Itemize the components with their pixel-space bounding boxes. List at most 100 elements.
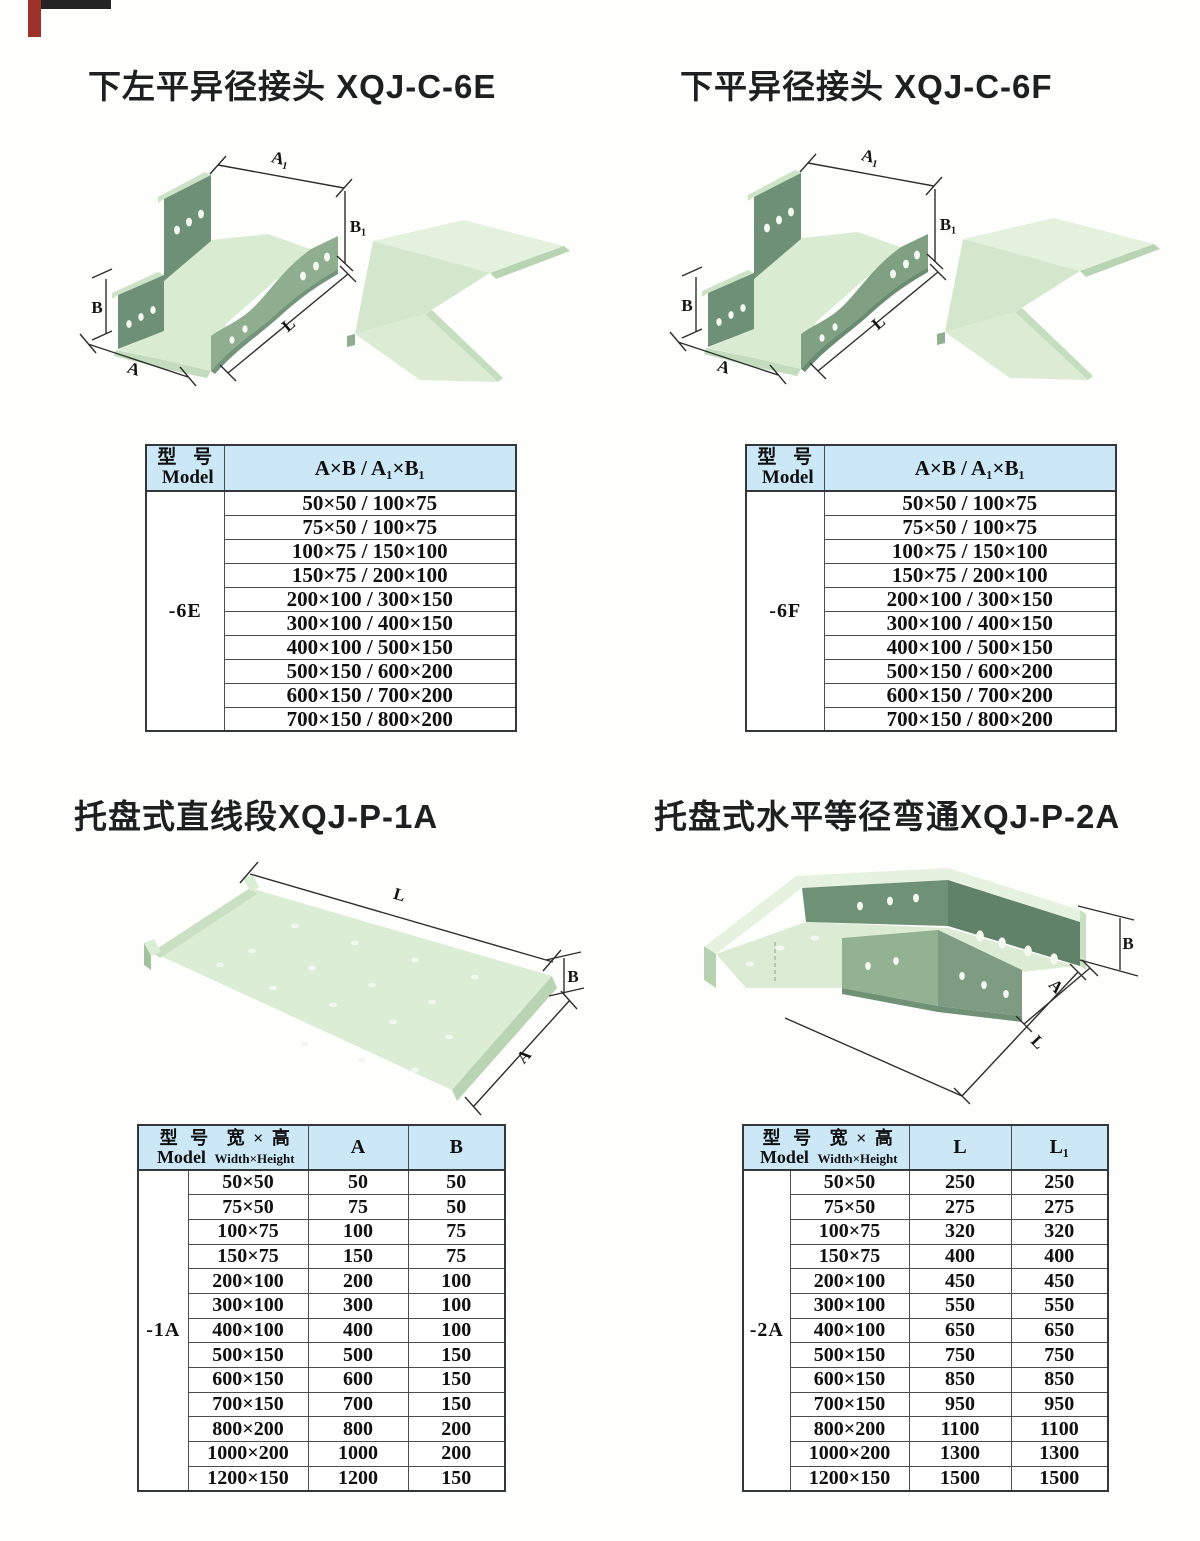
table-cell: 300×100 / 400×150 bbox=[223, 610, 517, 636]
table-cell: 600×150 bbox=[187, 1367, 309, 1393]
table-cell: 275 bbox=[1010, 1194, 1109, 1220]
table-cell: 750 bbox=[1010, 1342, 1109, 1368]
table-cell: 700 bbox=[307, 1391, 409, 1418]
dim-label-a1: A₁ bbox=[270, 147, 291, 170]
reducer-profile-3d bbox=[347, 220, 570, 382]
model-header-en: Model bbox=[156, 1146, 206, 1167]
table-cell: 50×50 / 100×75 bbox=[823, 490, 1117, 516]
table-cell: 650 bbox=[1010, 1317, 1109, 1344]
table-cell: 320 bbox=[908, 1218, 1012, 1245]
model-size-column-header: 型 号 宽 × 高 Model Width×Height bbox=[137, 1124, 309, 1171]
table-row: 600×150 / 700×200 bbox=[146, 682, 517, 708]
table-row: 500×150 / 600×200 bbox=[146, 658, 517, 684]
table-cell: 1100 bbox=[1010, 1416, 1109, 1443]
table-cell: 150 bbox=[407, 1465, 506, 1492]
table-cell: 1500 bbox=[908, 1465, 1012, 1492]
table-cell: 400 bbox=[1010, 1243, 1109, 1270]
dim-label-a: A bbox=[513, 1045, 536, 1067]
reducer-joint-3d bbox=[112, 172, 338, 378]
table-cell: 800 bbox=[307, 1416, 409, 1443]
table-cell: 1000 bbox=[307, 1441, 409, 1467]
table-cell: 500×150 / 600×200 bbox=[223, 658, 517, 684]
column-header-l: L bbox=[908, 1124, 1012, 1171]
table-header-row: 型 号 Model A×B / A₁×B₁ bbox=[145, 444, 517, 492]
table-cell: 400×100 bbox=[789, 1317, 910, 1344]
table-cell: 150 bbox=[407, 1367, 506, 1393]
model-size-column-header: 型 号 宽 × 高 Model Width×Height bbox=[742, 1124, 910, 1171]
table-cell: 75 bbox=[407, 1243, 506, 1270]
column-header-l1: L₁ bbox=[1010, 1124, 1109, 1171]
table-row: 700×150 / 800×200 bbox=[146, 706, 517, 732]
reducer-profile-3d bbox=[937, 218, 1160, 380]
table-cell: 200×100 bbox=[187, 1268, 309, 1294]
table-cell: 550 bbox=[908, 1292, 1012, 1319]
table-cell: 1000×200 bbox=[187, 1441, 309, 1467]
model-header-en: Model bbox=[761, 467, 814, 488]
dim-label-b1: B₁ bbox=[350, 217, 366, 236]
dim-label-b: B bbox=[1122, 934, 1133, 953]
table-cell: 50 bbox=[407, 1169, 506, 1196]
table-cell: 450 bbox=[908, 1268, 1012, 1294]
table-row: 100×75 / 150×100 bbox=[146, 538, 517, 564]
table-cell: 100 bbox=[407, 1292, 506, 1319]
size-column-header: A×B / A₁×B₁ bbox=[223, 444, 517, 492]
table-cell: 150 bbox=[407, 1391, 506, 1418]
table-cell: 200 bbox=[407, 1441, 506, 1467]
table-cell: 200×100 bbox=[789, 1268, 910, 1294]
model-header-cn: 型 号 bbox=[757, 447, 819, 469]
table-cell: 150 bbox=[407, 1342, 506, 1368]
table-row: 500×150 / 600×200 bbox=[746, 658, 1117, 684]
table-cell: 75×50 / 100×75 bbox=[823, 514, 1117, 540]
table-cell: 100×75 bbox=[187, 1218, 309, 1245]
model-cell: -6F bbox=[745, 490, 825, 732]
table-cell: 950 bbox=[1010, 1391, 1109, 1418]
table-header-row: 型 号 宽 × 高 Model Width×Height A B bbox=[137, 1124, 506, 1171]
table-cell: 300 bbox=[307, 1292, 409, 1319]
table-cell: 300×100 bbox=[187, 1292, 309, 1319]
model-header-cn: 型 号 bbox=[157, 447, 219, 469]
bend-tray-3d bbox=[704, 868, 1086, 1022]
table-cell: 550 bbox=[1010, 1292, 1109, 1319]
dim-label-a: A bbox=[125, 358, 143, 380]
table-header-row: 型 号 Model A×B / A₁×B₁ bbox=[745, 444, 1117, 492]
size-header-en: Width×Height bbox=[214, 1150, 295, 1166]
table-cell: 1500 bbox=[1010, 1465, 1109, 1492]
dim-label-b1: B₁ bbox=[940, 215, 956, 234]
table-cell: 100×75 bbox=[789, 1218, 910, 1245]
size-header-cn: 宽 × 高 bbox=[829, 1127, 895, 1148]
table-cell: 150 bbox=[307, 1243, 409, 1270]
table-row: 200×100 / 300×150 bbox=[146, 586, 517, 612]
model-cell: -2A bbox=[742, 1169, 791, 1492]
table-cell: 200 bbox=[407, 1416, 506, 1443]
table-cell: 700×150 / 800×200 bbox=[823, 706, 1117, 732]
table-cell: 750 bbox=[908, 1342, 1012, 1368]
table-row: 700×150 / 800×200 bbox=[746, 706, 1117, 732]
table-cell: 50 bbox=[307, 1169, 409, 1196]
model-column-header: 型 号 Model bbox=[745, 444, 825, 492]
table-cell: 700×150 / 800×200 bbox=[223, 706, 517, 732]
table-cell: 800×200 bbox=[789, 1416, 910, 1443]
dim-label-a: A bbox=[715, 356, 733, 378]
dim-label-a: A bbox=[1045, 975, 1068, 998]
table-cell: 300×100 / 400×150 bbox=[823, 610, 1117, 636]
dim-label-b: B bbox=[567, 967, 578, 986]
table-cell: 100 bbox=[407, 1317, 506, 1344]
table-cell: 500×150 bbox=[187, 1342, 309, 1368]
